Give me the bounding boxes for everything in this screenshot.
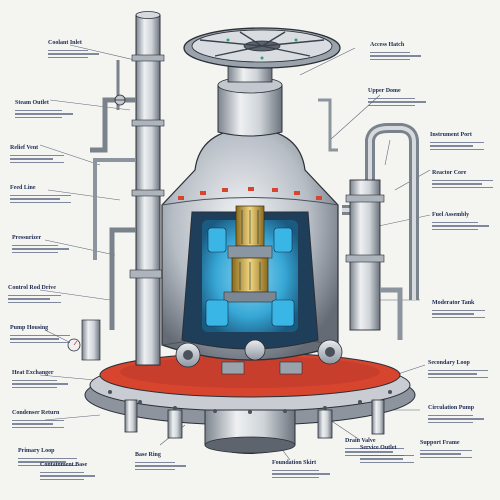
callout-left-text-lines bbox=[12, 243, 74, 254]
callout-bottom-label: Service Outlet bbox=[360, 445, 397, 451]
callout-left-label: Relief Vent bbox=[10, 145, 39, 151]
callout-right-label: Moderator Tank bbox=[432, 300, 475, 306]
callout-right-text-lines bbox=[430, 140, 492, 151]
callout-bottom-text-lines bbox=[272, 468, 334, 479]
callout-right-text-lines bbox=[428, 368, 490, 379]
callout-left-label: Containment Base bbox=[40, 462, 88, 468]
pump-assemblies bbox=[175, 339, 343, 375]
callout-right-label: Support Frame bbox=[420, 440, 460, 446]
callout-right-text-lines bbox=[432, 308, 494, 319]
callout-left-label: Steam Outlet bbox=[15, 100, 49, 106]
callout-left-label: Primary Loop bbox=[18, 448, 55, 454]
callout-left-label: Condenser Return bbox=[12, 410, 60, 416]
callout-left-text-lines bbox=[18, 456, 80, 467]
callout-left-label: Control Rod Drive bbox=[8, 285, 56, 291]
callout-right-text-lines bbox=[368, 96, 430, 107]
callout-right-text-lines bbox=[428, 413, 490, 424]
callout-right-label: Drain Valve bbox=[345, 438, 376, 444]
callout-left-text-lines bbox=[8, 293, 70, 304]
right-piping bbox=[318, 98, 419, 340]
callout-right-text-lines bbox=[370, 50, 432, 61]
callout-left-label: Pressurizer bbox=[12, 235, 42, 241]
reactor-vessel bbox=[161, 127, 339, 361]
callout-left-label: Heat Exchanger bbox=[12, 370, 54, 376]
callout-left-text-lines bbox=[10, 333, 72, 344]
callout-right-label: Fuel Assembly bbox=[432, 212, 470, 218]
pressure-gauge-icon bbox=[67, 338, 81, 352]
upper-dome bbox=[217, 59, 283, 137]
callout-left-text-lines bbox=[48, 48, 110, 59]
callout-bottom-text-lines bbox=[135, 460, 197, 471]
callout-left-label: Pump Housing bbox=[10, 325, 49, 331]
callout-left-text-lines bbox=[40, 470, 102, 481]
callout-left-text-lines bbox=[10, 193, 72, 204]
handwheel-icon[interactable] bbox=[183, 27, 341, 69]
callout-left-text-lines bbox=[10, 153, 72, 164]
callout-left-label: Coolant Inlet bbox=[48, 40, 82, 46]
callout-right-label: Secondary Loop bbox=[428, 360, 470, 366]
valve-icon bbox=[114, 94, 126, 106]
callout-right-label: Reactor Core bbox=[432, 170, 467, 176]
base-platform bbox=[84, 352, 416, 454]
callout-left-text-lines bbox=[15, 108, 77, 119]
callout-right-label: Circulation Pump bbox=[428, 405, 475, 411]
callout-left-text-lines bbox=[12, 378, 74, 389]
callout-bottom-label: Foundation Skirt bbox=[272, 460, 317, 466]
callout-right-label: Upper Dome bbox=[368, 88, 401, 94]
callout-left-label: Feed Line bbox=[10, 185, 36, 191]
callout-left-text-lines bbox=[12, 418, 74, 429]
callout-right-text-lines bbox=[420, 448, 482, 459]
left-stack bbox=[81, 11, 167, 366]
callout-right-text-lines bbox=[432, 220, 494, 231]
callout-right-text-lines bbox=[432, 178, 494, 189]
callout-right-label: Instrument Port bbox=[430, 132, 472, 138]
callout-bottom-label: Base Ring bbox=[135, 452, 161, 458]
callout-right-label: Access Hatch bbox=[370, 42, 405, 48]
callout-bottom-text-lines bbox=[360, 453, 422, 464]
